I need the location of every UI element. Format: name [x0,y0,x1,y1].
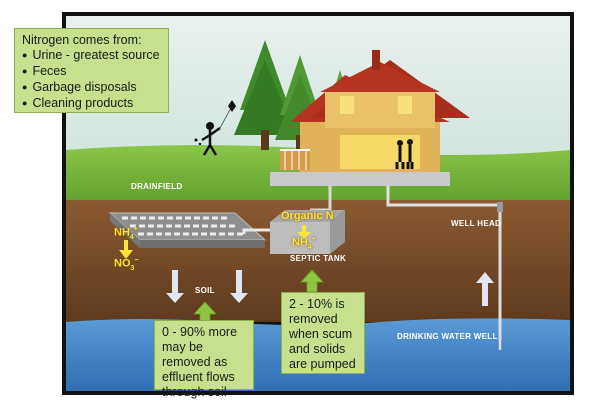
nitrogen-sources-title: Nitrogen comes from: [22,33,142,47]
septic-tank-label: SEPTIC TANK [290,254,347,263]
conversion-arrow [119,240,133,259]
nitrogen-sources-list: Urine - greatest source Feces Garbage di… [22,48,161,112]
list-item: Feces [22,64,161,80]
kite-person [194,100,236,156]
list-item: Urine - greatest source [22,48,161,64]
nh4-drainfield-label: NH4+ [114,226,138,241]
nh4-tank-label: NH4+ [292,236,316,251]
organic-n-label: Organic N [281,210,334,222]
soil-label: SOIL [195,286,215,295]
well-head [497,202,503,350]
list-item: Cleaning products [22,96,161,112]
drinking-water-well-label: DRINKING WATER WELL [397,332,498,341]
drainfield-label: DRAINFIELD [131,182,183,191]
house [270,50,470,186]
pumping-removal-callout: 2 - 10% is removed when scum and solids … [281,292,365,374]
seepage-arrows [166,270,248,303]
nitrogen-sources-callout: Nitrogen comes from: Urine - greatest so… [14,28,169,113]
list-item: Garbage disposals [22,80,161,96]
drainfield-bed [108,212,290,248]
no3-label: NO3− [114,257,139,272]
septic-tank [270,210,345,254]
well-head-label: WELL HEAD [451,219,502,228]
well-draw-arrow [476,272,494,306]
tank-arrow [297,225,311,239]
soil-removal-callout: 0 - 90% more may be removed as effluent … [154,320,254,399]
